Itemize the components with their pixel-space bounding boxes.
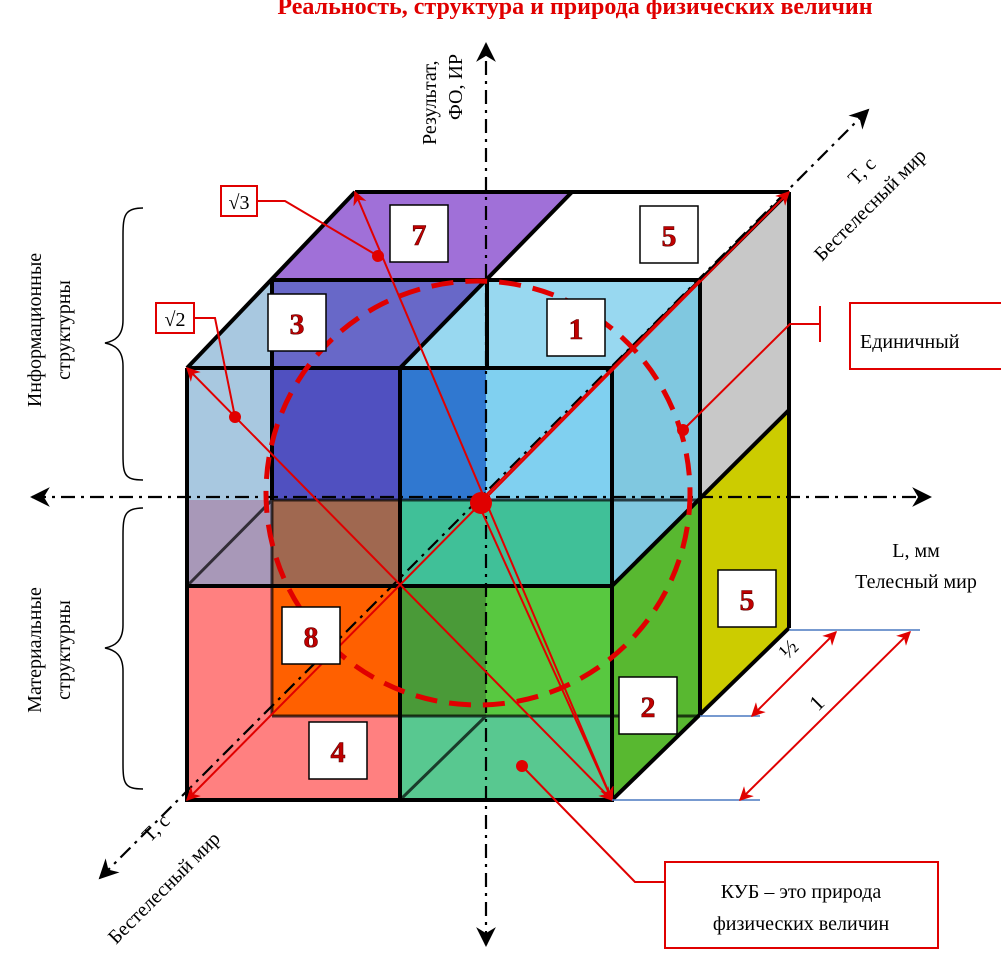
cell-8-label: 8 bbox=[304, 621, 319, 654]
depth-front-label-2: Бестелесный мир bbox=[104, 828, 225, 949]
upper-group-label-1: Информационные bbox=[24, 253, 46, 407]
lower-brace bbox=[104, 507, 144, 790]
vertical-axis-label-1: Результат, bbox=[419, 60, 441, 145]
cell-2-label: 2 bbox=[641, 691, 656, 724]
sqrt2-label: √2 bbox=[165, 309, 186, 331]
vertical-axis-label-2: ФО, ИР bbox=[445, 54, 467, 120]
diagram-title: Реальность, структура и природа физическ… bbox=[277, 0, 872, 20]
sqrt3-box bbox=[220, 185, 258, 217]
leader-lines bbox=[195, 200, 821, 883]
cell-5-top-label: 5 bbox=[662, 220, 677, 253]
front-mid-center bbox=[400, 500, 612, 586]
horizontal-axis-label-1: L, мм bbox=[892, 540, 940, 562]
horizontal-axis-label-2: Телесный мир bbox=[855, 571, 977, 593]
sqrt3-label: √3 bbox=[229, 192, 250, 214]
unit-callout-box bbox=[849, 302, 1001, 370]
cube-callout-box bbox=[664, 861, 939, 949]
cell-4-label: 4 bbox=[331, 736, 346, 769]
lower-group-label-2: структурны bbox=[53, 600, 75, 700]
depth-front-label-1: T, c bbox=[138, 810, 175, 847]
center-dot bbox=[470, 492, 492, 514]
upper-brace bbox=[104, 207, 144, 481]
front-upper-center bbox=[400, 368, 486, 500]
front-lower-darkgreen bbox=[400, 586, 486, 716]
upper-group-label-2: структурны bbox=[53, 280, 75, 380]
cell-3-label: 3 bbox=[290, 308, 305, 341]
front-upper-left-inner bbox=[272, 368, 400, 500]
lower-group-label-1: Материальные bbox=[24, 587, 46, 713]
sqrt2-box bbox=[155, 302, 195, 334]
dimension-arrows bbox=[739, 631, 911, 801]
cube-callout-line1: КУБ – это природа bbox=[721, 881, 882, 903]
unit-callout-text: Единичный bbox=[860, 331, 960, 353]
cube-callout-line2: физических величин bbox=[713, 913, 890, 935]
cell-5-right-label: 5 bbox=[740, 584, 755, 617]
cell-1-label: 1 bbox=[569, 313, 584, 346]
cell-7-label: 7 bbox=[412, 219, 427, 252]
cell-label-boxes bbox=[267, 204, 777, 780]
dimension-one-label: 1 bbox=[804, 690, 829, 715]
front-upper-left-brown bbox=[272, 500, 400, 586]
